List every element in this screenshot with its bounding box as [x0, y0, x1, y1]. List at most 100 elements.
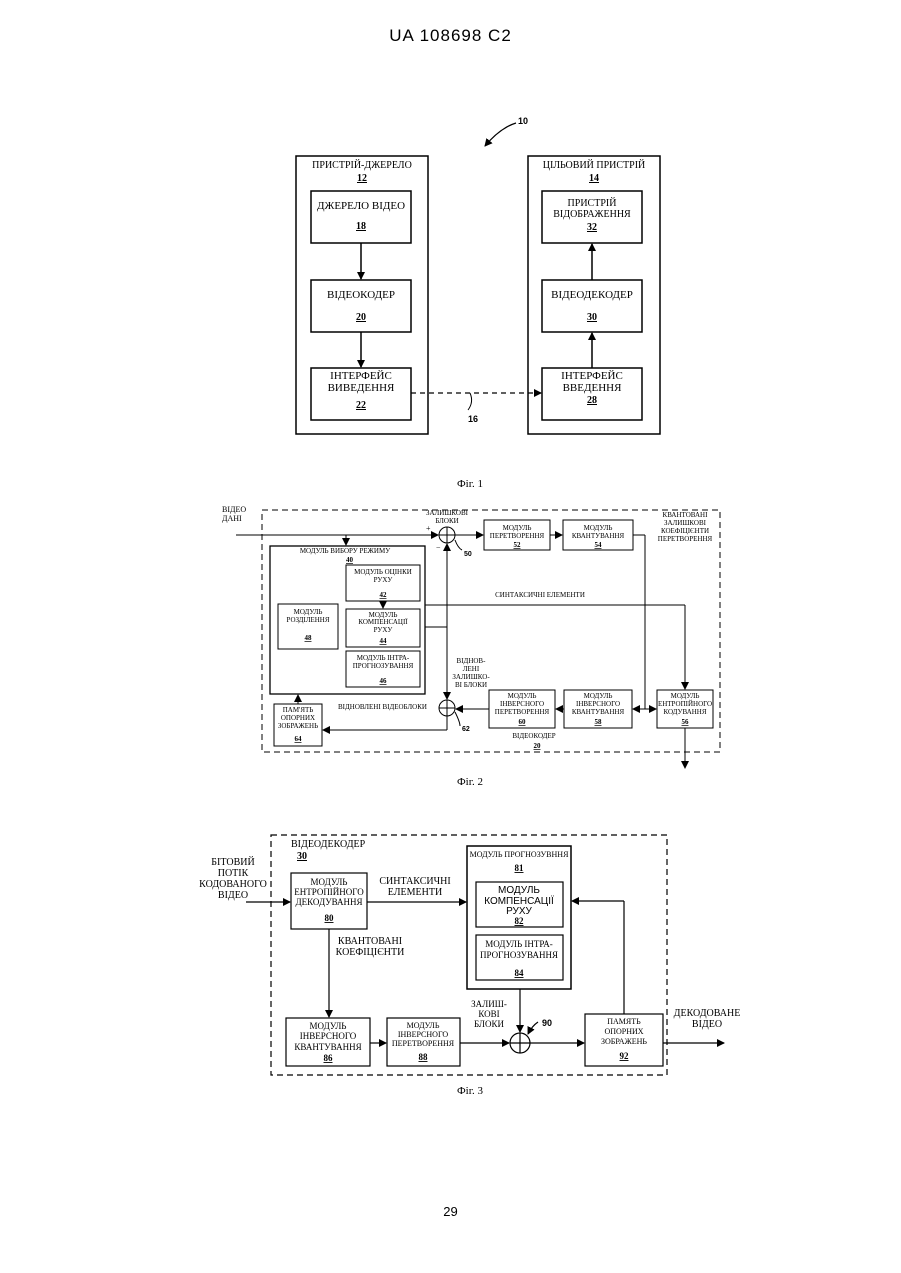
- video-encoder-ref: 20: [356, 312, 366, 323]
- inv-transform-ref: 88: [419, 1052, 429, 1062]
- decoder-label: ВІДЕОДЕКОДЕР: [291, 839, 366, 850]
- summer-62-ref: 62: [462, 726, 470, 733]
- summer-90-ref: 90: [542, 1018, 552, 1028]
- residual-line3: БЛОКИ: [474, 1019, 505, 1029]
- restored-res-line3: ЗАЛИШКО-: [452, 673, 490, 681]
- decoder-label-ref: 30: [297, 851, 307, 862]
- display-ref: 32: [587, 222, 597, 233]
- intra-line2: ПРОГНОЗУВАННЯ: [480, 950, 558, 960]
- video-source-ref: 18: [356, 221, 366, 232]
- mode-select-label: МОДУЛЬ ВИБОРУ РЕЖИМУ: [300, 547, 390, 555]
- restored-res-line4: ВІ БЛОКИ: [455, 681, 487, 689]
- entropy-dec-ref: 80: [325, 913, 335, 923]
- video-in-line1: ВІДЕО: [222, 505, 246, 514]
- intra-line2: ПРОГНОЗУВАННЯ: [353, 662, 414, 670]
- ref-mem-line2: ОПОРНИХ: [281, 714, 315, 722]
- residual-line2: КОВІ: [478, 1009, 499, 1019]
- residual-line1: ЗАЛИШ-: [471, 999, 507, 1009]
- decoded-line1: ДЕКОДОВАНЕ: [674, 1008, 741, 1019]
- transform-line1: МОДУЛЬ: [503, 524, 532, 532]
- source-device-ref: 12: [357, 173, 367, 184]
- prediction-label: МОДУЛЬ ПРОГНОЗУВННЯ: [470, 850, 569, 859]
- inv-quant-line3: КВАНТУВАННЯ: [572, 708, 625, 716]
- display-line2: ВІДОБРАЖЕННЯ: [553, 209, 631, 220]
- link-ref: 16: [468, 414, 478, 424]
- figure-3-caption: Фіг. 3: [457, 1085, 484, 1097]
- decoded-line2: ВІДЕО: [692, 1019, 722, 1030]
- inv-transform-line2: ІНВЕРСНОГО: [398, 1030, 449, 1039]
- video-decoder-ref: 30: [587, 312, 597, 323]
- inv-transform-line2: ІНВЕРСНОГО: [500, 700, 544, 708]
- syntax-line2: ЕЛЕМЕНТИ: [388, 887, 442, 898]
- entropy-line2: ЕНТРОПІЙНОГО: [658, 700, 712, 708]
- video-encoder-label: ВІДЕОКОДЕР: [327, 289, 395, 301]
- ref-mem-ref: 64: [295, 735, 303, 743]
- prediction-ref: 81: [515, 863, 525, 873]
- summer-90: [510, 1033, 530, 1053]
- video-decoder-label: ВІДЕОДЕКОДЕР: [551, 289, 633, 301]
- inv-transform-line3: ПЕРЕТВОРЕННЯ: [392, 1039, 455, 1048]
- quant-coef-line2: КОЕФІЦІЄНТИ: [336, 947, 405, 958]
- entropy-line3: КОДУВАННЯ: [663, 708, 706, 716]
- me-line2: РУХУ: [374, 576, 393, 584]
- bitstream-line4: ВІДЕО: [218, 890, 248, 901]
- transform-line2: ПЕРЕТВОРЕННЯ: [490, 532, 545, 540]
- ref-mem-ref: 92: [620, 1051, 630, 1061]
- intra-line1: МОДУЛЬ ІНТРА-: [485, 939, 553, 949]
- inv-quant-line3: КВАНТУВАННЯ: [294, 1042, 361, 1052]
- page-number: 29: [0, 1204, 901, 1219]
- destination-device-title: ЦІЛЬОВИЙ ПРИСТРІЙ: [543, 159, 646, 171]
- residual-line1: ЗАЛИШКОВІ: [426, 509, 469, 517]
- quant-coef-line3: КОЕФІЦІЄНТИ: [661, 527, 709, 535]
- figure-2-caption: Фіг. 2: [457, 776, 483, 788]
- quant-coef-line1: КВАНТОВАНІ: [338, 936, 402, 947]
- input-interface-line1: ІНТЕРФЕЙС: [561, 370, 623, 382]
- link-leader: [468, 393, 472, 410]
- partition-ref: 48: [305, 634, 313, 642]
- video-decoder-box: [542, 280, 642, 332]
- summer-50-ref: 50: [464, 551, 472, 558]
- residual-line2: БЛОКИ: [435, 517, 458, 525]
- quant-coef-line1: КВАНТОВАНІ: [663, 511, 709, 519]
- ref-mem-line3: ЗОБРАЖЕНЬ: [278, 722, 318, 730]
- transform-ref: 52: [514, 541, 522, 549]
- output-interface-line1: ІНТЕРФЕЙС: [330, 370, 392, 382]
- intra-ref: 46: [380, 677, 388, 685]
- bitstream-line3: КОДОВАНОГО: [199, 879, 267, 890]
- video-source-label: ДЖЕРЕЛО ВІДЕО: [317, 200, 405, 212]
- entropy-ref: 56: [682, 718, 690, 726]
- ref-mem-line1: ПАМ'ЯТЬ: [283, 706, 314, 714]
- quant-line1: МОДУЛЬ: [584, 524, 613, 532]
- video-source-box: [311, 191, 411, 243]
- partition-line1: МОДУЛЬ: [294, 608, 323, 616]
- ref-mem-line1: ПАМЯТЬ: [607, 1017, 641, 1026]
- output-interface-line2: ВИВЕДЕННЯ: [328, 382, 395, 394]
- video-in-line2: ДАНІ: [222, 514, 242, 523]
- restored-res-line1: ВІДНОВ-: [457, 657, 487, 665]
- mc-line1: МОДУЛЬ: [498, 885, 540, 896]
- inv-quant-line1: МОДУЛЬ: [584, 692, 613, 700]
- output-interface-ref: 22: [356, 400, 366, 411]
- ref-mem-line3: ЗОБРАЖЕНЬ: [601, 1037, 647, 1046]
- summer-50: [439, 527, 455, 543]
- restored-res-line2: ЛЕНІ: [463, 665, 480, 673]
- plus-sign: +: [426, 524, 431, 533]
- destination-device-ref: 14: [589, 173, 599, 184]
- figure-1-caption: Фіг. 1: [457, 478, 483, 490]
- encoder-label: ВІДЕОКОДЕР: [512, 732, 555, 740]
- encoder-label-ref: 20: [534, 742, 542, 750]
- me-ref: 42: [380, 591, 388, 599]
- system-leader-arrow: [485, 123, 516, 146]
- inv-quant-line1: МОДУЛЬ: [310, 1021, 347, 1031]
- summer-50-leader: [455, 540, 462, 550]
- system-ref: 10: [518, 116, 528, 126]
- mc-ref: 44: [380, 637, 388, 645]
- mc-line3: РУХУ: [374, 626, 393, 634]
- entropy-dec-line3: ДЕКОДУВАННЯ: [295, 897, 362, 907]
- bitstream-line2: ПОТІК: [218, 868, 249, 879]
- quant-coef-line2: ЗАЛИШКОВІ: [664, 519, 707, 527]
- intra-ref: 84: [515, 968, 525, 978]
- inv-transform-line3: ПЕРЕТВОРЕННЯ: [495, 708, 550, 716]
- input-interface-line2: ВВЕДЕННЯ: [563, 382, 623, 394]
- mode-select-ref: 40: [346, 556, 354, 564]
